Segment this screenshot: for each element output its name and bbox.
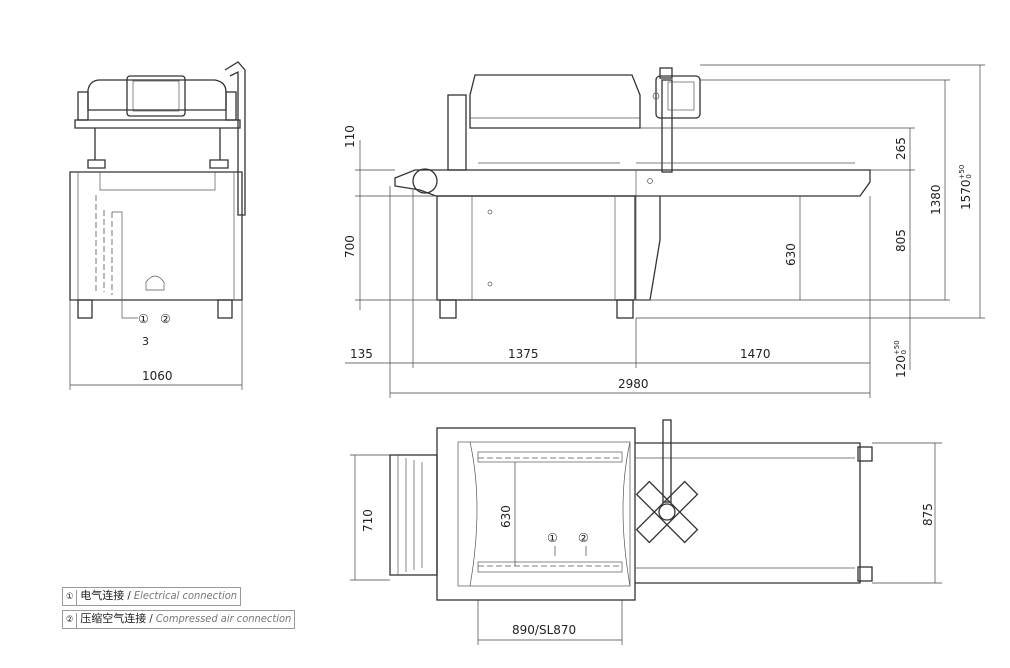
dim-630-top: 630 [499,505,513,528]
dim-875: 875 [921,503,935,526]
dim-700: 700 [343,235,357,258]
top-column [662,419,672,503]
side-display [655,75,701,119]
dim-1380: 1380 [929,184,943,215]
dim-1470: 1470 [740,347,771,361]
top-display-cross [635,480,699,544]
front-view: ① ② 3 1060 [69,61,246,390]
front-screen [126,75,186,117]
dim-265: 265 [894,137,908,160]
front-hood [87,79,227,111]
side-column [661,79,673,173]
dim-110: 110 [343,125,357,148]
side-conveyor-table [394,169,871,197]
front-leg-right [217,299,233,319]
top-frame [436,427,636,601]
marker-3: 3 [142,335,149,348]
dim-890: 890/SL870 [512,623,576,637]
top-marker-2: ② [578,531,589,545]
dim-2980: 2980 [618,377,649,391]
marker-1: ① [138,312,149,326]
top-marker-1: ① [547,531,558,545]
dim-710: 710 [361,509,375,532]
dim-805: 805 [894,229,908,252]
front-column [224,61,246,216]
top-view: 710 630 875 890/SL870 ① ② [350,419,942,645]
front-leg-left [77,299,93,319]
dim-1375: 1375 [508,347,539,361]
side-view: 110 700 630 265 805 1380 1570+500 120+50… [343,64,985,398]
dim-120: 120+500 [893,340,908,378]
dim-1570: 1570+500 [958,165,973,210]
top-bellows [389,454,438,576]
side-rear-post [447,94,467,171]
dim-630-side: 630 [784,243,798,266]
side-body [436,195,636,301]
side-chamber-lid [469,74,641,129]
dim-1060: 1060 [142,369,173,383]
marker-2: ② [160,312,171,326]
dim-135: 135 [350,347,373,361]
